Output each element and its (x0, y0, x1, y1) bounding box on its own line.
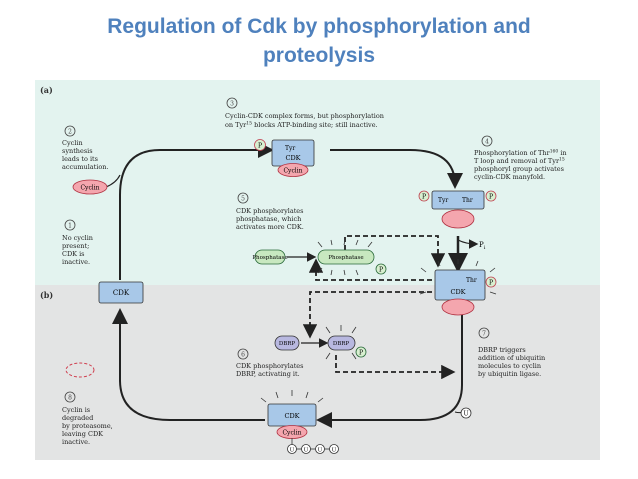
panel-a-label: (a) (40, 85, 53, 95)
step-4-number: 4 (485, 139, 489, 146)
title-line-1: Regulation of Cdk by phosphorylation and (107, 15, 531, 38)
phosphate-tyr (418, 190, 430, 202)
step-2-number: 2 (68, 129, 72, 136)
cdk-label: CDK (285, 154, 300, 162)
cyclin-label: Cyclin (80, 185, 99, 192)
dbrp-inactive: DBRP (274, 335, 300, 351)
step-5-text: CDK phosphorylates phosphatase, which ac… (236, 207, 306, 231)
phosphate-tyr (254, 139, 266, 151)
step-3-number: 3 (230, 101, 234, 108)
dbrp-active: DBRP P (327, 335, 367, 358)
phosphate-thr (485, 190, 497, 202)
panel-b-label: (b) (40, 290, 53, 300)
phosphate-label: P (258, 143, 262, 150)
step-6-annotation: 6 CDK phosphorylates DBRP, activating it… (236, 348, 306, 378)
phosphate-dbrp (355, 346, 367, 358)
phosphate-thr (485, 276, 497, 288)
phosphatase-active: Phosphatase P (317, 249, 387, 275)
step-6-text: CDK phosphorylates DBRP, activating it. (236, 362, 306, 378)
step-5-number: 5 (241, 196, 245, 203)
panel-a-background (35, 80, 600, 285)
step-6-number: 6 (241, 352, 245, 359)
dbrp-label: DBRP (279, 341, 296, 347)
step-5-annotation: 5 CDK phosphorylates phosphatase, which … (236, 192, 306, 231)
phosphate-phosphatase (375, 263, 387, 275)
step-4-text: Phosphorylation of Thr160 in T loop and … (474, 149, 569, 182)
cdk-inactive: CDK (98, 281, 144, 304)
step-7-annotation: 7 DBRP triggers addition of ubiquitin mo… (478, 327, 547, 378)
pi-label: Pi (479, 241, 486, 251)
dashed-arrow-cdk-to-phosphatase (308, 258, 432, 281)
ubiquitin-label: U (290, 448, 295, 454)
step-8-annotation: 8 Cyclin is degraded by proteasome, leav… (62, 391, 115, 446)
dbrp-burst (325, 325, 357, 360)
step-8-number: 8 (68, 395, 72, 402)
step-3-text: Cyclin-CDK complex forms, but phosphoryl… (225, 112, 386, 129)
dashed-arrow-phosphatase-to-cdk (344, 235, 446, 268)
phosphatase-label: Phosphatase (252, 255, 287, 261)
ubiquitin-label: U (304, 448, 309, 454)
tyr-label: Tyr (438, 197, 448, 204)
phosphatase-inactive: Phosphatase (252, 249, 288, 265)
panel-b-background (35, 285, 600, 460)
cycle-arrow-bottom (112, 308, 265, 421)
dashed-arrow-cdk-to-dbrp (302, 291, 432, 339)
ubiquitin-free: U (460, 407, 472, 419)
dbrp-label: DBRP (333, 341, 350, 347)
slide-title: Regulation of Cdk by phosphorylation and… (0, 12, 638, 70)
phosphate-label: P (422, 194, 426, 201)
cdk-label: CDK (450, 288, 465, 296)
phosphate-label: P (489, 280, 493, 287)
thr-label: Thr (466, 277, 477, 284)
cycle-arrow-right (316, 305, 463, 428)
step-3-annotation: 3 Cyclin-CDK complex forms, but phosphor… (225, 97, 386, 129)
cyclin-label: Cyclin (283, 168, 302, 175)
ubiquitin-label: U (332, 448, 337, 454)
step-1-text: No cyclin present; CDK is inactive. (62, 234, 95, 266)
step-7-number: 7 (482, 331, 486, 338)
cyclin-cdk-complex-dual-phospho: Tyr Thr P P (418, 190, 497, 229)
phosphate-label: P (489, 194, 493, 201)
ubiquitin-label: U (463, 411, 468, 418)
ubiquitin-label: U (318, 448, 323, 454)
cdk-label: CDK (113, 289, 130, 297)
cyclin-cdk-ubiquitinated: CDK Cyclin U U U U (267, 403, 339, 454)
step-1-number: 1 (68, 223, 72, 230)
cyclin-cdk-complex-active: Thr CDK P (434, 269, 497, 316)
step-8-text: Cyclin is degraded by proteasome, leavin… (62, 406, 115, 446)
pi-release-arrow (457, 239, 479, 249)
thr-label: Thr (462, 197, 473, 204)
phosphate-label: P (379, 267, 383, 274)
step-4-annotation: 4 Phosphorylation of Thr160 in T loop an… (474, 135, 569, 182)
cycle-arrow-left (119, 142, 274, 280)
step-2-annotation: 2 Cyclin synthesis leads to its accumula… (62, 125, 109, 171)
active-cdk-burst (419, 259, 497, 295)
title-line-2: proteolysis (262, 44, 376, 67)
cycle-arrow-top (330, 149, 463, 189)
phosphate-label: P (359, 350, 363, 357)
ubiquitin-chain: U U U U (287, 444, 339, 454)
cyclin-label: Cyclin (282, 430, 301, 437)
step-7-text: DBRP triggers addition of ubiquitin mole… (478, 346, 547, 378)
step-1-annotation: 1 No cyclin present; CDK is inactive. (62, 219, 95, 266)
cdk-label: CDK (284, 412, 299, 420)
cyclin-free: Cyclin (72, 179, 108, 195)
phosphatase-burst (317, 239, 373, 276)
dashed-arrow-dbrp-to-ubiquitination (335, 355, 456, 380)
phosphatase-label: Phosphatase (328, 255, 363, 261)
step-2-text: Cyclin synthesis leads to its accumulati… (62, 139, 109, 171)
degraded-cyclin (65, 362, 95, 378)
tyr-label: Tyr (285, 145, 295, 152)
ubiquitinated-burst (260, 390, 324, 403)
cyclin-join-arrow (105, 174, 121, 188)
cyclin-cdk-complex-inactive: Tyr CDK Cyclin P (254, 139, 315, 177)
